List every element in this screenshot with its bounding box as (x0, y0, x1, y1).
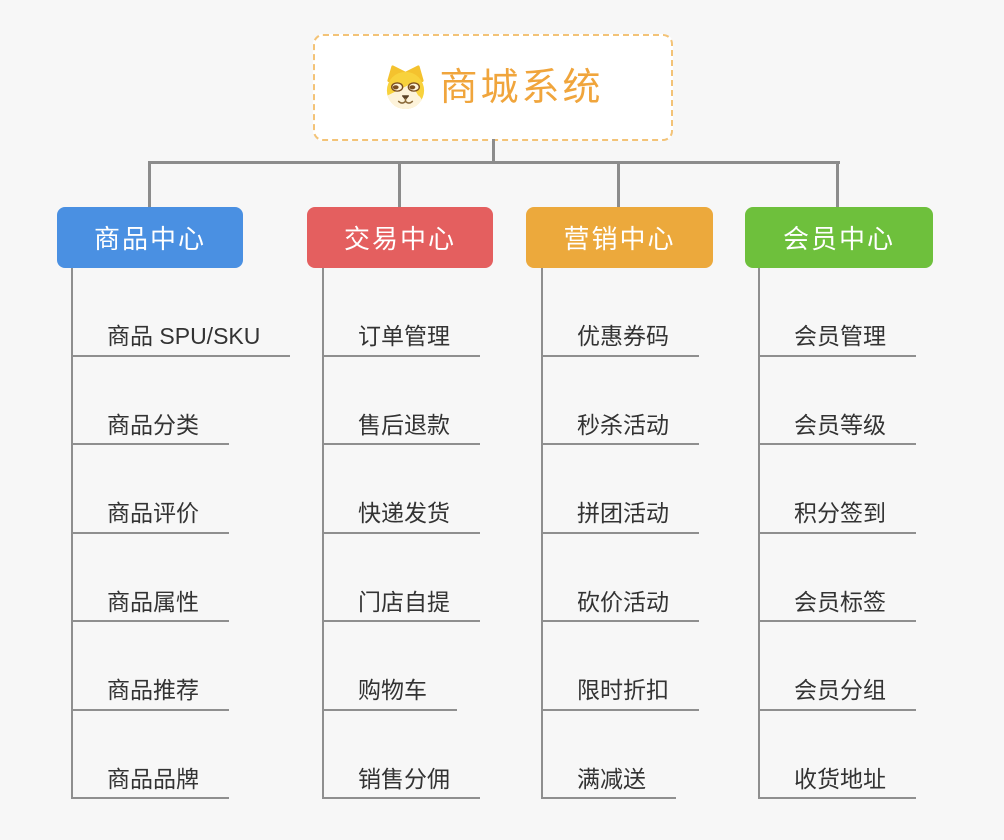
subtopic-node[interactable]: 优惠券码 (543, 268, 699, 357)
subtopic-node[interactable]: 满减送 (543, 711, 676, 799)
subtopic-node[interactable]: 门店自提 (324, 534, 480, 622)
subtopic-node[interactable]: 拼团活动 (543, 445, 699, 534)
branch-label: 商品中心 (93, 224, 206, 254)
dog-face-icon (382, 64, 429, 111)
subtopic-node[interactable]: 会员标签 (760, 534, 916, 622)
subtopic-node[interactable]: 商品属性 (73, 534, 229, 622)
subtopic-column-product-center: 商品 SPU/SKU 商品分类 商品评价 商品属性 商品推荐 商品品牌 (71, 268, 291, 799)
subtopic-node[interactable]: 积分签到 (760, 445, 916, 534)
connector-stub-marketing (617, 161, 620, 207)
subtopic-node[interactable]: 收货地址 (760, 711, 916, 799)
subtopic-node[interactable]: 砍价活动 (543, 534, 699, 622)
subtopic-node[interactable]: 会员分组 (760, 622, 916, 711)
branch-node-trade-center[interactable]: 交易中心 (307, 207, 493, 268)
connector-stub-members (836, 161, 839, 207)
subtopic-node[interactable]: 商品 SPU/SKU (73, 268, 291, 357)
subtopic-node[interactable]: 商品品牌 (73, 711, 229, 799)
subtopic-column-marketing-center: 优惠券码 秒杀活动 拼团活动 砍价活动 限时折扣 满减送 (541, 268, 699, 799)
subtopic-node[interactable]: 购物车 (324, 622, 457, 711)
root-node-mall-system[interactable]: 商城系统 (313, 34, 673, 141)
connector-rail (149, 161, 840, 164)
subtopic-node[interactable]: 商品评价 (73, 445, 229, 534)
subtopic-node[interactable]: 商品推荐 (73, 622, 229, 711)
branch-node-product-center[interactable]: 商品中心 (57, 207, 243, 268)
subtopic-node[interactable]: 秒杀活动 (543, 357, 699, 445)
subtopic-node[interactable]: 商品分类 (73, 357, 229, 445)
branch-label: 营销中心 (563, 224, 676, 254)
root-title: 商城系统 (439, 66, 604, 109)
subtopic-node[interactable]: 会员等级 (760, 357, 916, 445)
connector-stub-products (148, 161, 151, 207)
subtopic-node[interactable]: 售后退款 (324, 357, 480, 445)
branch-label: 会员中心 (782, 224, 895, 254)
connector-stub-trade (398, 161, 401, 207)
branch-label: 交易中心 (343, 224, 456, 254)
subtopic-node[interactable]: 会员管理 (760, 268, 916, 357)
subtopic-node[interactable]: 订单管理 (324, 268, 480, 357)
subtopic-node[interactable]: 销售分佣 (324, 711, 480, 799)
subtopic-column-member-center: 会员管理 会员等级 积分签到 会员标签 会员分组 收货地址 (758, 268, 916, 799)
connector-root-vertical (492, 139, 495, 163)
branch-node-marketing-center[interactable]: 营销中心 (526, 207, 713, 268)
subtopic-column-trade-center: 订单管理 售后退款 快递发货 门店自提 购物车 销售分佣 (322, 268, 480, 799)
branch-node-member-center[interactable]: 会员中心 (745, 207, 933, 268)
subtopic-node[interactable]: 快递发货 (324, 445, 480, 534)
subtopic-node[interactable]: 限时折扣 (543, 622, 699, 711)
